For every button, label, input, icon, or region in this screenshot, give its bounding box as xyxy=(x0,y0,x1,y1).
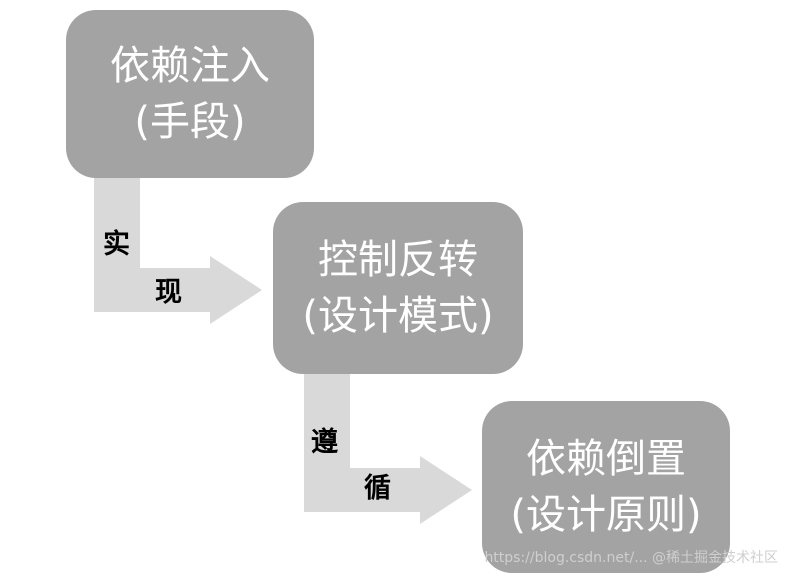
box-subtitle: (手段) xyxy=(134,99,246,145)
dependency-injection-box: 依赖注入 (手段) xyxy=(66,10,314,178)
arrow-label-follow-top: 遵 xyxy=(311,427,338,458)
box-title: 依赖倒置 xyxy=(526,436,686,482)
box-title: 控制反转 xyxy=(318,237,478,283)
inversion-of-control-box: 控制反转 (设计模式) xyxy=(273,202,523,374)
arrow-follow-connector xyxy=(304,374,472,524)
arrow-implement-connector xyxy=(94,178,262,324)
box-title: 依赖注入 xyxy=(110,43,270,89)
arrow-label-implement-bottom: 现 xyxy=(155,277,182,308)
arrow-label-follow-bottom: 循 xyxy=(364,473,391,504)
watermark: https://blog.csdn.net/... @稀土掘金技术社区 xyxy=(484,550,778,566)
box-subtitle: (设计模式) xyxy=(302,293,494,339)
dependency-inversion-box: 依赖倒置 (设计原则) xyxy=(482,401,730,573)
arrow-label-implement-top: 实 xyxy=(103,229,130,260)
box-subtitle: (设计原则) xyxy=(510,492,702,538)
